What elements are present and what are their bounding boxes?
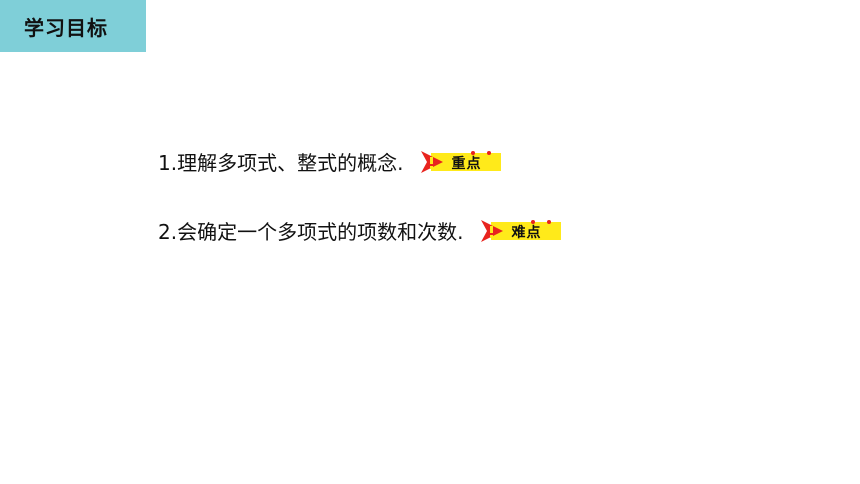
objective-text: 1.理解多项式、整式的概念. xyxy=(158,151,404,175)
section-title-box: 学习目标 xyxy=(0,0,146,52)
section-title: 学习目标 xyxy=(24,15,108,40)
objective-item-1: 1.理解多项式、整式的概念. 重点 xyxy=(158,147,502,176)
difficult-point-badge: 难点 xyxy=(481,219,562,242)
badge-label: 难点 xyxy=(511,224,542,241)
objective-text: 2.会确定一个多项式的项数和次数. xyxy=(158,220,464,244)
badge-label: 重点 xyxy=(451,155,482,172)
objective-item-2: 2.会确定一个多项式的项数和次数. 难点 xyxy=(158,216,562,245)
exclamation-arrow-icon xyxy=(481,219,562,242)
key-point-badge: 重点 xyxy=(421,150,502,173)
exclamation-arrow-icon xyxy=(421,150,502,173)
